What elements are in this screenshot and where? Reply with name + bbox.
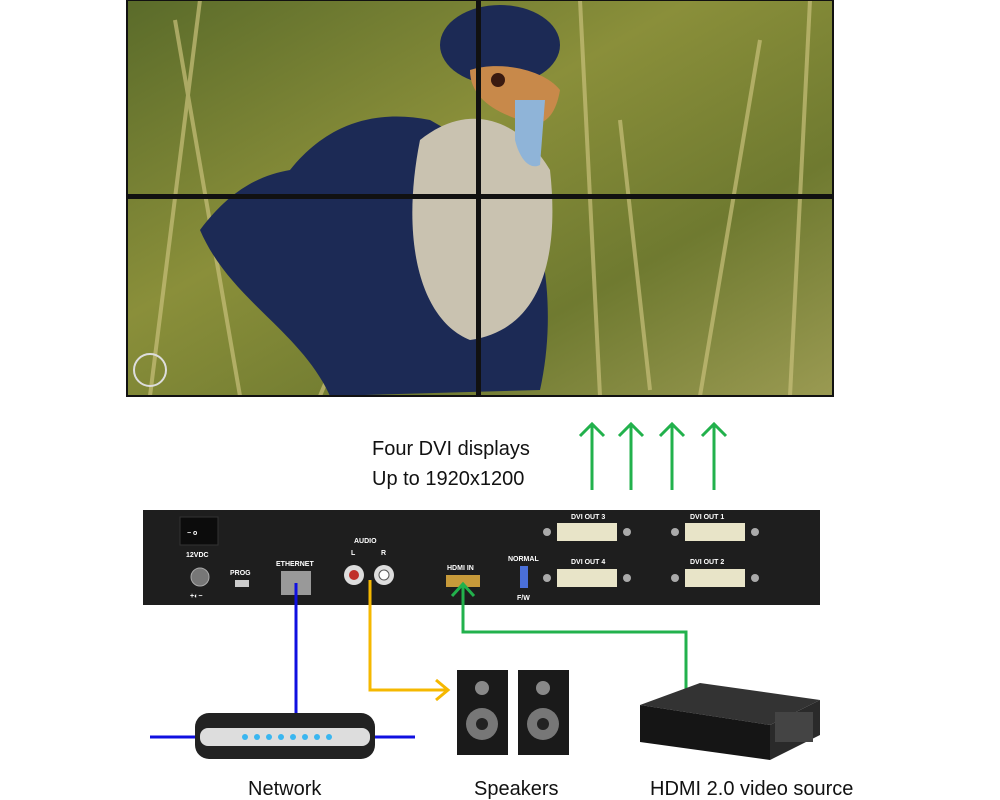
audio-left-label: L [351,550,356,557]
network-label: Network [248,778,322,800]
ethernet-label: ETHERNET [276,561,314,568]
dvi-ports [557,523,745,587]
hdmi-video-source [640,683,820,760]
right-speaker [518,670,569,755]
fw-dip-switch[interactable] [520,566,528,588]
audio-right-label: R [381,550,386,557]
dvi-out-2-port [685,569,745,587]
router-status-lights [242,734,332,740]
speakers-label: Speakers [474,778,559,800]
network-router [195,713,375,759]
switch-top-label: NORMAL [508,556,539,563]
speakers [457,670,569,755]
switch-bottom-label: F/W [517,595,530,602]
power-switch-icon: − o [187,530,197,537]
dvi-out-2-label: DVI OUT 2 [690,559,724,566]
display-divider-horizontal [127,194,833,199]
power-jack [190,567,210,587]
dvi-arrow-icon [617,421,645,490]
dvi-arrow-icon [578,421,606,490]
hdmi-cable [450,581,688,690]
prog-usb-port [235,580,249,587]
hdmi-in-label: HDMI IN [447,565,474,572]
power-switch[interactable] [179,516,219,546]
power-label: 12VDC [186,552,209,559]
dvi-out-3-port [557,523,617,541]
left-speaker [457,670,508,755]
prog-label: PROG [230,570,251,577]
dvi-arrow-icon [658,421,686,490]
polarity-icon: +◐− [190,593,202,600]
video-wall [126,0,834,397]
dvi-out-3-label: DVI OUT 3 [571,514,605,521]
audio-cable [368,580,451,702]
audio-label: AUDIO [354,538,377,545]
watermark-logo [133,353,167,387]
displays-line-1: Four DVI displays [372,438,530,460]
device-rear-panel: − o 12VDC +◐− PROG ETHERNET AUDIO L R HD… [143,510,820,605]
dvi-out-1-port [685,523,745,541]
dvi-output-arrows [578,421,728,490]
hdmi-in-port [446,575,480,587]
dvi-out-4-label: DVI OUT 4 [571,559,605,566]
displays-line-2: Up to 1920x1200 [372,468,524,490]
dvi-arrow-icon [700,421,728,490]
dvi-out-1-label: DVI OUT 1 [690,514,724,521]
dvi-thumbscrews [543,528,759,582]
video-source-label: HDMI 2.0 video source [650,778,853,800]
dvi-out-4-port [557,569,617,587]
